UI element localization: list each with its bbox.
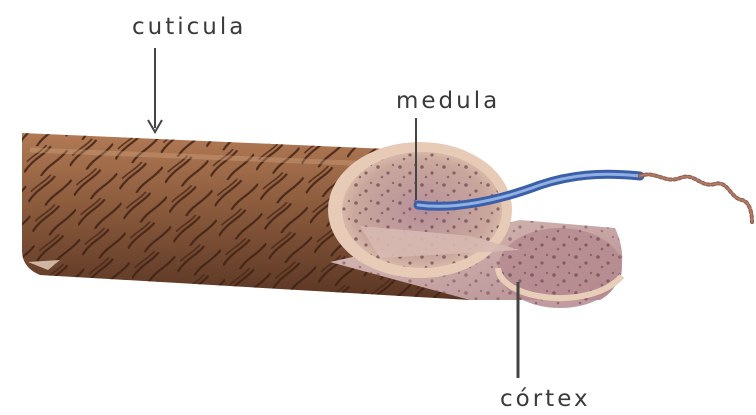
cuticula-label: cuticula: [132, 14, 246, 40]
medula-label: medula: [396, 88, 500, 114]
cortex-label: córtex: [500, 386, 591, 412]
